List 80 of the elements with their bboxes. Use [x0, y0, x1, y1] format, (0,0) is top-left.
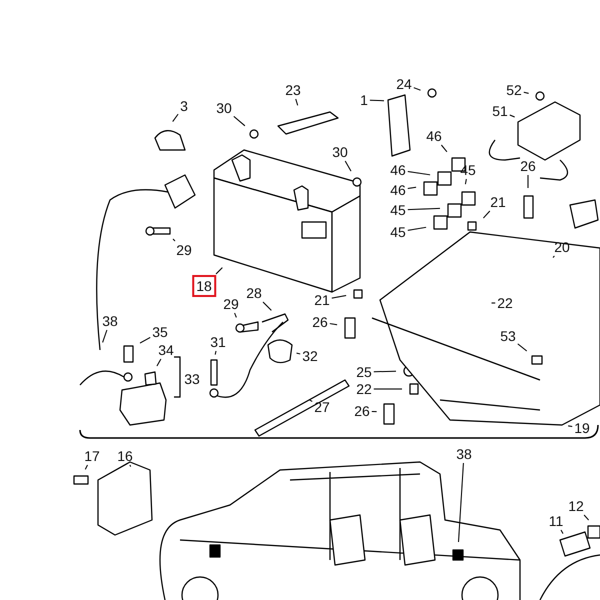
- callout-number: 23: [284, 82, 302, 98]
- callout-number: 26: [353, 403, 371, 419]
- callout-number: 45: [389, 224, 407, 240]
- callout-number: 35: [151, 324, 169, 340]
- highlighted-callout-number: 18: [192, 275, 216, 297]
- leader-line: [295, 98, 298, 106]
- callout-number: 27: [313, 399, 331, 415]
- leader-line: [329, 323, 338, 326]
- callout-number: 29: [222, 296, 240, 312]
- callout-number: 3: [179, 98, 189, 114]
- callout-number: 33: [183, 371, 201, 387]
- leader-line: [172, 238, 176, 242]
- callout-number: 32: [301, 348, 319, 364]
- callout-number: 19: [573, 420, 591, 436]
- leader-line: [156, 358, 162, 367]
- callout-number: 22: [496, 295, 514, 311]
- callout-number: 38: [455, 446, 473, 462]
- leader-line: [517, 343, 528, 352]
- callout-number: 28: [245, 285, 263, 301]
- callout-number: 26: [311, 314, 329, 330]
- leader-line: [331, 294, 347, 299]
- callout-number: 30: [331, 144, 349, 160]
- leader-line: [509, 114, 516, 118]
- callout-number: 45: [459, 162, 477, 178]
- leader-line: [568, 425, 573, 428]
- leader-line: [233, 116, 246, 126]
- leader-line: [407, 186, 417, 189]
- leader-line: [84, 464, 88, 470]
- leader-line: [214, 350, 216, 356]
- leader-line: [407, 170, 431, 176]
- callout-number: 21: [313, 292, 331, 308]
- callout-number: 52: [505, 82, 523, 98]
- callout-number: 53: [499, 328, 517, 344]
- leader-line: [560, 530, 564, 534]
- leader-line: [413, 87, 421, 91]
- leader-line: [440, 144, 448, 152]
- callout-number: 46: [425, 128, 443, 144]
- callout-number: 46: [389, 162, 407, 178]
- callout-number: 22: [355, 381, 373, 397]
- leader-line: [458, 462, 464, 543]
- leader-line: [584, 514, 590, 521]
- leader-line: [373, 388, 402, 390]
- callout-number: 16: [116, 448, 134, 464]
- leader-line: [234, 312, 237, 318]
- leader-line: [172, 114, 179, 122]
- leader-line: [491, 302, 496, 304]
- callout-number: 51: [491, 103, 509, 119]
- leader-line: [296, 352, 301, 354]
- callout-number: 45: [389, 202, 407, 218]
- callout-number: 34: [157, 342, 175, 358]
- callout-number: 31: [209, 334, 227, 350]
- callout-number: 11: [548, 513, 564, 529]
- callout-number: 30: [215, 100, 233, 116]
- leader-line: [407, 208, 440, 210]
- leader-line: [262, 302, 272, 311]
- leader-line: [140, 336, 151, 344]
- callout-number: 25: [355, 364, 373, 380]
- leader-line: [309, 400, 313, 402]
- callout-number: 17: [83, 448, 101, 464]
- leader-line: [344, 160, 352, 172]
- leader-line: [464, 178, 467, 185]
- callout-number: 46: [389, 182, 407, 198]
- callout-number: 1: [359, 92, 369, 108]
- leader-line: [482, 210, 490, 219]
- leader-line: [407, 226, 427, 231]
- callout-number: 29: [175, 242, 193, 258]
- leader-line: [523, 92, 530, 94]
- leader-line: [216, 267, 223, 274]
- callout-number: 12: [567, 498, 585, 514]
- leader-line: [371, 410, 378, 412]
- leader-line: [102, 330, 108, 343]
- callout-number: 20: [553, 239, 571, 255]
- leader-line: [129, 464, 132, 468]
- leader-line: [369, 100, 384, 102]
- leader-line: [373, 370, 396, 372]
- leader-line: [552, 256, 555, 258]
- callout-number: 26: [519, 158, 537, 174]
- callout-number: 38: [101, 313, 119, 329]
- callout-number: 21: [489, 194, 507, 210]
- callout-number: 24: [395, 76, 413, 92]
